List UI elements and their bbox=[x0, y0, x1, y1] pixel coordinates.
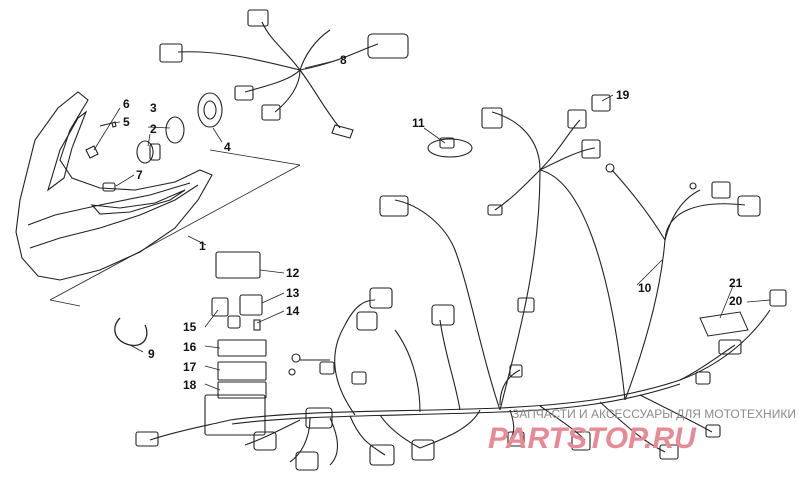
callout-13: 13 bbox=[286, 286, 300, 300]
callout-4: 4 bbox=[224, 140, 231, 154]
callout-6: 6 bbox=[123, 97, 130, 111]
callout-8: 8 bbox=[340, 53, 347, 67]
callout-1: 1 bbox=[199, 239, 206, 253]
callout-5: 5 bbox=[123, 115, 130, 129]
instruction-sheet bbox=[699, 311, 749, 337]
cable-tie bbox=[427, 137, 473, 158]
callout-21: 21 bbox=[729, 276, 743, 290]
callout-9: 9 bbox=[148, 347, 155, 361]
callout-11: 11 bbox=[412, 116, 425, 130]
connector-19 bbox=[591, 94, 611, 112]
ring-clip bbox=[114, 317, 148, 347]
callout-12: 12 bbox=[286, 266, 300, 280]
callout-18: 18 bbox=[183, 378, 197, 392]
relay-fuse-parts bbox=[211, 251, 267, 399]
callout-14: 14 bbox=[286, 304, 300, 318]
callout-15: 15 bbox=[183, 320, 197, 334]
callout-19: 19 bbox=[616, 88, 630, 102]
callout-16: 16 bbox=[183, 340, 197, 354]
bulb-parts bbox=[85, 92, 223, 192]
callout-10: 10 bbox=[638, 281, 652, 295]
callout-3: 3 bbox=[150, 101, 157, 115]
callout-20: 20 bbox=[729, 294, 743, 308]
headlight-assembly bbox=[15, 91, 301, 307]
callout-labels: 1 2 3 4 5 6 7 8 9 10 11 12 13 14 15 16 1… bbox=[123, 53, 743, 392]
watermark-brand: PARTSTOP.RU bbox=[488, 422, 697, 455]
leader-lines bbox=[93, 59, 771, 391]
watermark-tagline: ЗАПЧАСТИ И АКСЕССУАРЫ ДЛЯ МОТОТЕХНИКИ bbox=[512, 407, 796, 421]
callout-7: 7 bbox=[136, 168, 143, 182]
callout-2: 2 bbox=[150, 122, 157, 136]
main-harness bbox=[135, 107, 787, 471]
callout-17: 17 bbox=[183, 360, 197, 374]
watermark: ЗАПЧАСТИ И АКСЕССУАРЫ ДЛЯ МОТОТЕХНИКИ PA… bbox=[488, 407, 796, 455]
headlight-harness bbox=[159, 9, 409, 139]
